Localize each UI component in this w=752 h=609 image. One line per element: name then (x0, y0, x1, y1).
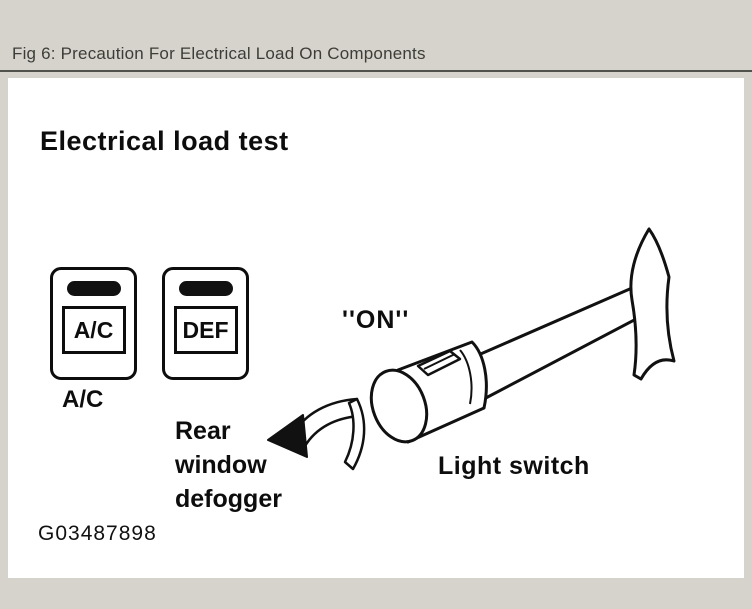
switch-indicator (178, 281, 233, 296)
def-switch-illustration: DEF (162, 267, 249, 380)
switch-indicator (66, 281, 121, 296)
rotation-arrow-icon (267, 397, 366, 471)
light-switch-drawing (267, 227, 676, 471)
switch-plate (629, 227, 676, 381)
figure-title: Electrical load test (40, 126, 289, 156)
figure-caption: Fig 6: Precaution For Electrical Load On… (12, 44, 426, 63)
knob-tab (416, 349, 462, 377)
switch-knob (369, 340, 488, 444)
on-position-label: ''ON'' (342, 306, 410, 334)
switch-label: A/C (61, 306, 126, 354)
figure-panel: Electrical load test A/C (8, 78, 744, 578)
switch-label: DEF (173, 306, 238, 354)
rear-defogger-label: Rear window defogger (175, 417, 282, 513)
ac-switch-illustration: A/C (50, 267, 137, 380)
light-switch-label: Light switch (438, 452, 590, 480)
caption-divider (0, 70, 752, 72)
reference-number: G03487898 (38, 522, 157, 545)
switch-stalk (474, 286, 640, 402)
ac-caption-label: A/C (62, 386, 104, 413)
